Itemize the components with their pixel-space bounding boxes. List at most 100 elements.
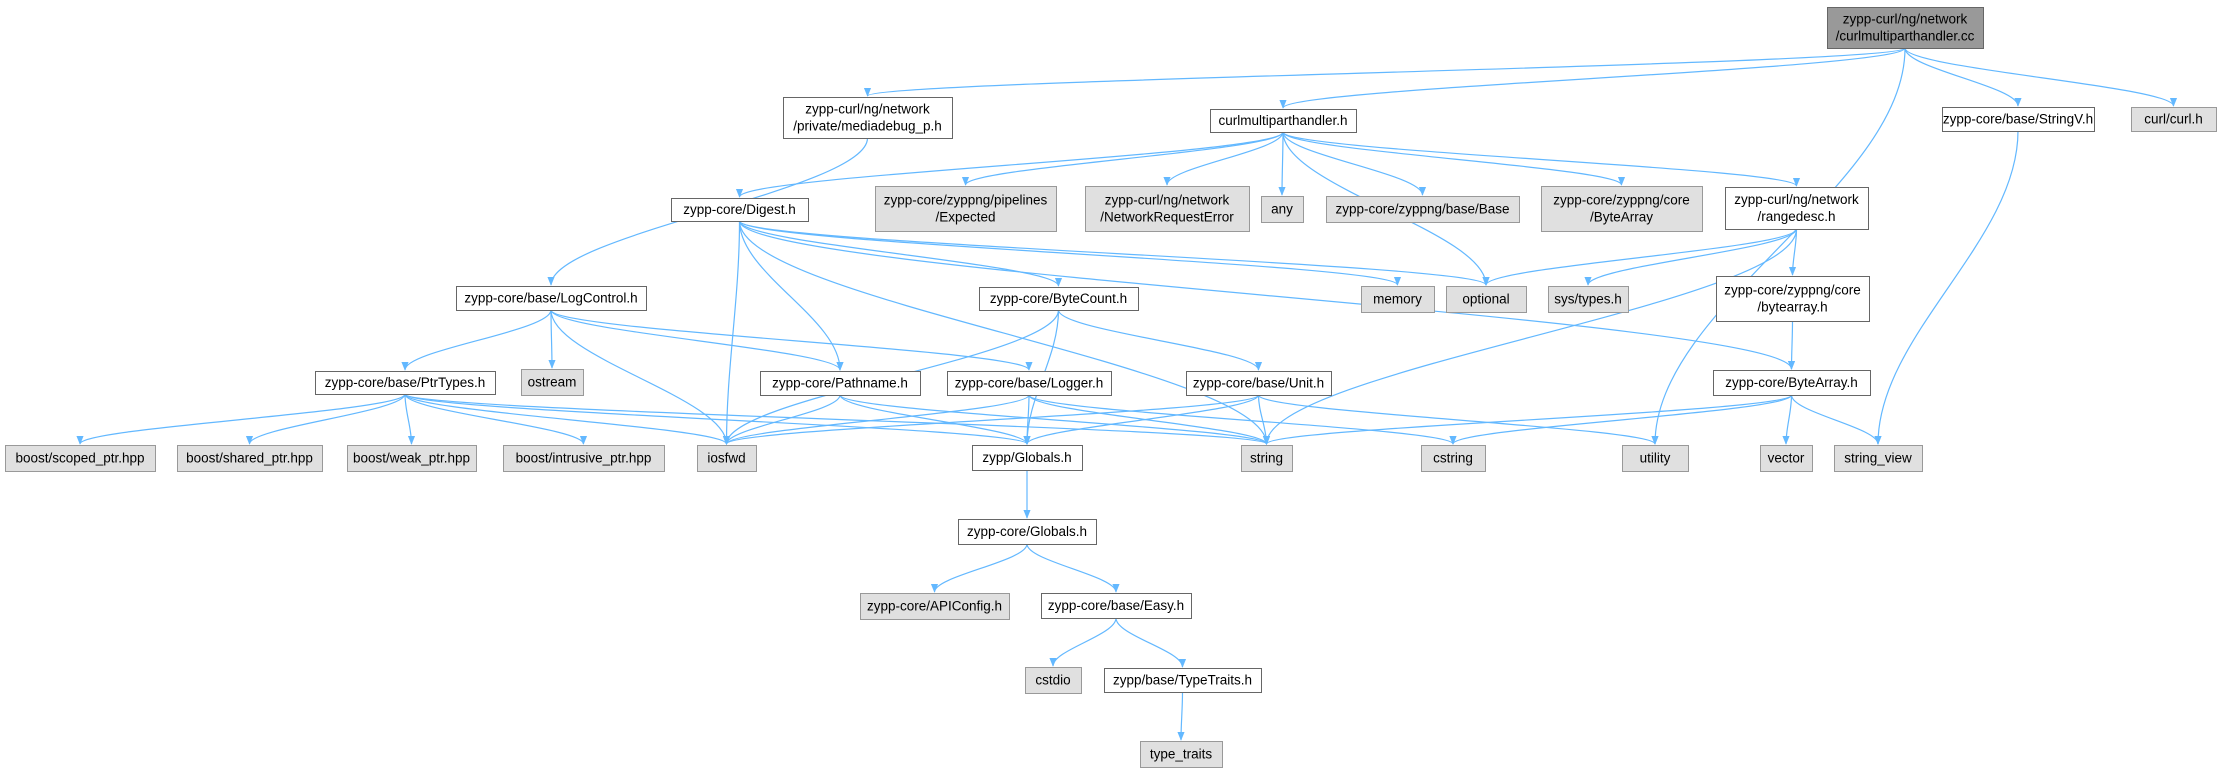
node-box [5,445,156,472]
node-mediadebug[interactable]: zypp-curl/ng/network/private/mediadebug_… [783,97,953,139]
edge-ptrtypes-to-string [404,393,1270,445]
node-box [1326,196,1520,223]
node-box [1210,109,1357,133]
edge-digest-to-pathname [738,220,844,371]
edge-pathname-to-string [839,394,1270,445]
node-zcglobals[interactable]: zypp-core/Globals.h [958,519,1097,545]
node-label: utility [1640,451,1671,466]
node-label: cstdio [1035,673,1070,688]
node-unit[interactable]: zypp-core/base/Unit.h [1186,371,1332,396]
edge-cmh-to-nre [1163,131,1284,186]
node-label: zypp-curl/ng/network [805,102,930,117]
node-box [1085,186,1250,232]
node-type_traits: type_traits [1140,741,1223,768]
node-label: sys/types.h [1554,292,1622,307]
node-label: zypp-core/base/StringV.h [1943,112,2093,127]
node-label: zypp-core/base/Logger.h [955,376,1104,391]
edge-ptrtypes-to-iosfwd [404,393,730,445]
node-box [1104,668,1262,693]
edge-bytecount-to-unit [1057,309,1263,371]
edge-root-to-utility [1651,47,1906,445]
edge-ptrtypes-to-scoped [76,393,406,445]
edge-digest-to-iosfwd [722,220,741,445]
node-label: /bytearray.h [1757,300,1827,315]
node-bytearray_h[interactable]: zypp-core/zyppng/core/bytearray.h [1716,276,1870,322]
node-bytecount[interactable]: zypp-core/ByteCount.h [979,287,1139,311]
node-root: zypp-curl/ng/network/curlmultiparthandle… [1827,7,1984,49]
node-box [2131,107,2217,132]
node-box [671,198,809,222]
node-label: cstring [1433,451,1473,466]
edge-pathname-to-iosfwd [722,394,841,445]
node-label: zypp-curl/ng/network [1734,192,1859,207]
edge-cmh-to-expected [962,131,1284,186]
edge-cmh-to-any [1278,131,1286,196]
node-ptrtypes[interactable]: zypp-core/base/PtrTypes.h [315,371,496,395]
edge-easy-to-cstdio [1049,617,1117,667]
node-box [1834,445,1923,472]
node-digest[interactable]: zypp-core/Digest.h [671,198,809,222]
node-stringv[interactable]: zypp-core/base/StringV.h [1942,107,2095,132]
node-box [1186,371,1332,396]
node-label: zypp-core/ByteArray.h [1725,375,1858,390]
edge-cmh-to-rangedesc [1282,131,1800,187]
edge-logger-to-string [1028,394,1270,445]
node-cmh[interactable]: curlmultiparthandler.h [1210,109,1357,133]
node-box [1041,593,1192,619]
node-vector: vector [1760,445,1813,472]
edge-bytearray-to-vector [1782,394,1793,445]
node-box [1446,286,1527,313]
edge-bytearray_h-to-bytearray [1787,320,1796,370]
node-scoped: boost/scoped_ptr.hpp [5,445,156,472]
node-easy[interactable]: zypp-core/base/Easy.h [1041,593,1192,619]
edge-rangedesc-to-optional [1482,228,1798,286]
node-box [503,445,665,472]
node-box [979,287,1139,311]
node-label: zypp-core/ByteCount.h [990,291,1127,306]
node-box [177,445,323,472]
edge-unit-to-zglobals [1023,394,1260,445]
node-string: string [1241,445,1293,472]
edge-easy-to-typetraits [1115,617,1187,668]
node-box [1713,370,1871,396]
node-string_view: string_view [1834,445,1923,472]
node-box [1827,7,1984,49]
edge-digest-to-bytearray [738,220,1795,370]
node-box [1361,286,1435,313]
node-cstring: cstring [1421,445,1486,472]
node-logger[interactable]: zypp-core/base/Logger.h [947,371,1112,396]
edge-ptrtypes-to-weak [404,393,416,445]
node-label: zypp-core/Pathname.h [772,376,908,391]
edge-digest-to-memory [738,220,1401,286]
node-box [1261,196,1304,223]
node-label: memory [1373,292,1422,307]
node-box [1942,107,2095,132]
node-label: curlmultiparthandler.h [1218,113,1347,128]
edge-rangedesc-to-systypes [1584,228,1798,286]
node-label: zypp-core/zyppng/base/Base [1335,202,1509,217]
node-box [1140,741,1223,768]
node-memory: memory [1361,286,1435,313]
node-box [456,286,647,311]
node-any: any [1261,196,1304,223]
node-apiconfig: zypp-core/APIConfig.h [860,593,1010,620]
edge-unit-to-utility [1257,394,1659,445]
node-label: zypp-core/APIConfig.h [867,599,1002,614]
node-logcontrol[interactable]: zypp-core/base/LogControl.h [456,286,647,311]
node-zglobals[interactable]: zypp/Globals.h [972,445,1083,471]
node-label: /rangedesc.h [1757,209,1835,224]
node-bytearray[interactable]: zypp-core/ByteArray.h [1713,370,1871,396]
node-box [521,369,584,396]
node-typetraits[interactable]: zypp/base/TypeTraits.h [1104,668,1262,693]
node-label: /Expected [935,210,995,225]
node-box [760,371,921,396]
node-rangedesc[interactable]: zypp-curl/ng/network/rangedesc.h [1725,187,1869,230]
node-box [1541,186,1703,232]
node-label: optional [1462,292,1509,307]
edge-root-to-stringv [1904,47,2022,107]
edge-logcontrol-to-pathname [550,309,844,371]
edge-root-to-cmh [1279,47,1906,109]
node-pathname[interactable]: zypp-core/Pathname.h [760,371,921,396]
node-systypes: sys/types.h [1548,286,1629,313]
